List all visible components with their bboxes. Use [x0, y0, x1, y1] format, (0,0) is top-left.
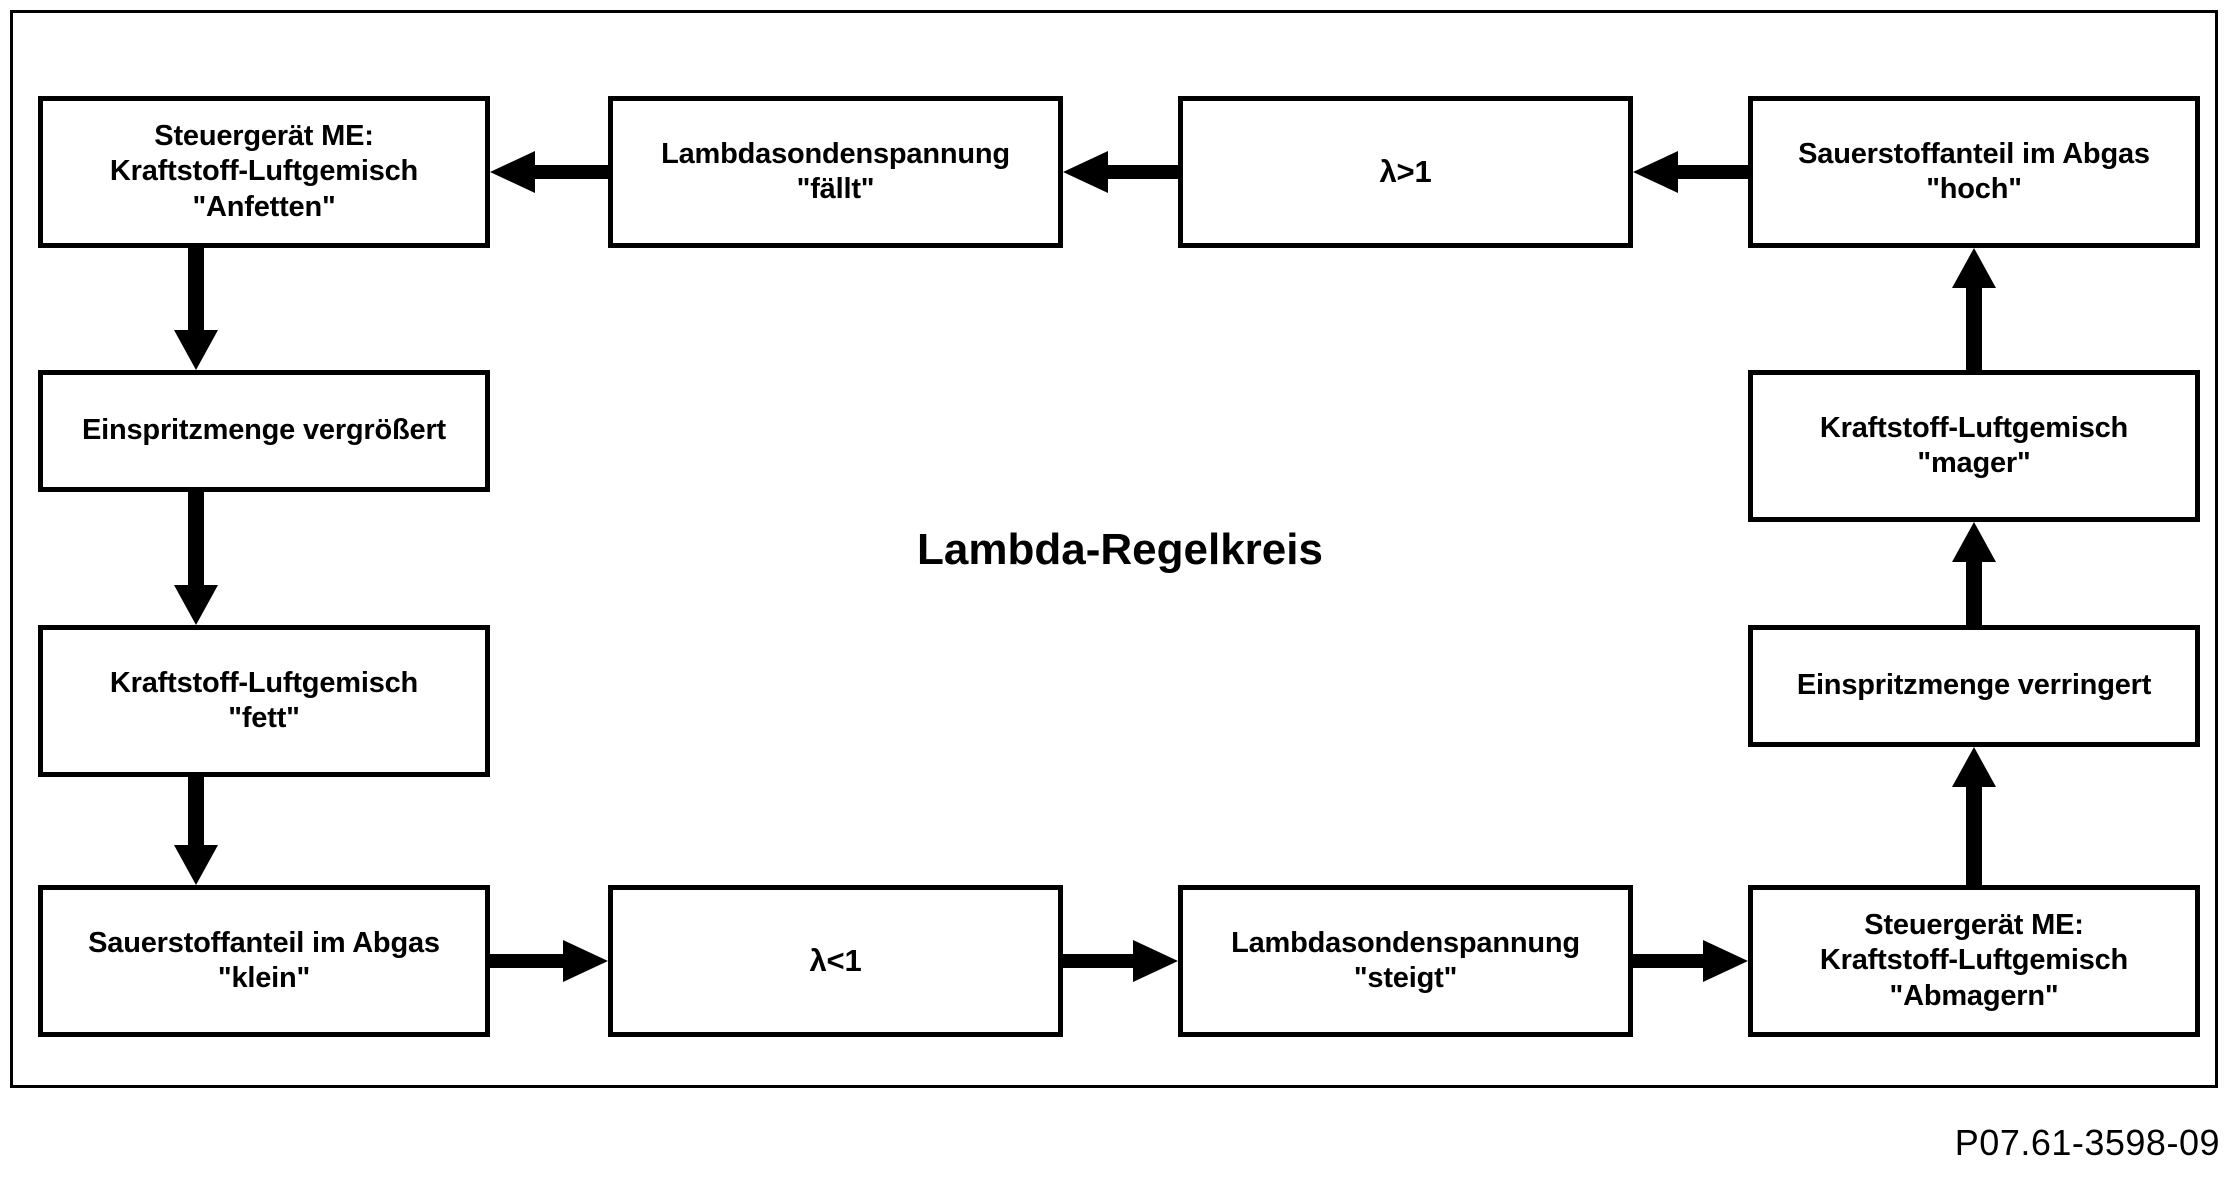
- box-ecu-lean: Steuergerät ME: Kraftstoff-Luftgemisch "…: [1748, 885, 2200, 1037]
- box-lambda-greater-one-label: λ>1: [1379, 154, 1432, 190]
- arrow-mixture-lean-to-oxygen-high: [1950, 248, 1998, 370]
- figure-caption: P07.61-3598-09: [1954, 1122, 2220, 1163]
- box-injection-increased-label: Einspritzmenge vergrößert: [81, 414, 447, 447]
- box-injection-increased: Einspritzmenge vergrößert: [38, 370, 490, 492]
- box-lambda-voltage-rises-label: Lambdasondenspannung "steigt": [1231, 926, 1580, 994]
- arrow-voltage-falls-to-ecu-enrich: [490, 148, 608, 196]
- box-lambda-voltage-falls: Lambdasondenspannung "fällt": [608, 96, 1063, 248]
- box-oxygen-high: Sauerstoffanteil im Abgas "hoch": [1748, 96, 2200, 248]
- arrow-voltage-rises-to-ecu-lean: [1633, 937, 1748, 985]
- box-lambda-voltage-falls-label: Lambdasondenspannung "fällt": [661, 137, 1010, 205]
- diagram-title: Lambda-Regelkreis: [917, 525, 1323, 574]
- box-oxygen-low: Sauerstoffanteil im Abgas "klein": [38, 885, 490, 1037]
- arrow-ecu-lean-to-injection-down: [1950, 747, 1998, 885]
- box-lambda-less-one-label: λ<1: [809, 943, 862, 979]
- arrow-lambda-gt1-to-voltage-falls: [1063, 148, 1178, 196]
- box-injection-decreased: Einspritzmenge verringert: [1748, 625, 2200, 747]
- arrow-injection-up-to-mixture-rich: [172, 492, 220, 625]
- box-mixture-rich-label: Kraftstoff-Luftgemisch "fett": [109, 666, 419, 734]
- box-oxygen-high-label: Sauerstoffanteil im Abgas "hoch": [1798, 137, 2150, 205]
- box-ecu-enrich: Steuergerät ME: Kraftstoff-Luftgemisch "…: [38, 96, 490, 248]
- arrow-mixture-rich-to-oxygen-low: [172, 777, 220, 885]
- arrow-oxygen-high-to-lambda-gt1: [1633, 148, 1748, 196]
- arrow-lambda-lt1-to-voltage-rises: [1063, 937, 1178, 985]
- arrow-oxygen-low-to-lambda-lt1: [490, 937, 608, 985]
- box-ecu-lean-label: Steuergerät ME: Kraftstoff-Luftgemisch "…: [1819, 908, 2129, 1012]
- box-mixture-lean: Kraftstoff-Luftgemisch "mager": [1748, 370, 2200, 522]
- box-mixture-rich: Kraftstoff-Luftgemisch "fett": [38, 625, 490, 777]
- box-injection-decreased-label: Einspritzmenge verringert: [1796, 669, 2152, 702]
- arrow-ecu-enrich-to-injection-up: [172, 248, 220, 370]
- box-lambda-voltage-rises: Lambdasondenspannung "steigt": [1178, 885, 1633, 1037]
- box-oxygen-low-label: Sauerstoffanteil im Abgas "klein": [88, 926, 440, 994]
- box-lambda-less-one: λ<1: [608, 885, 1063, 1037]
- box-mixture-lean-label: Kraftstoff-Luftgemisch "mager": [1819, 411, 2129, 479]
- arrow-injection-down-to-mixture-lean: [1950, 522, 1998, 625]
- box-ecu-enrich-label: Steuergerät ME: Kraftstoff-Luftgemisch "…: [109, 119, 419, 223]
- box-lambda-greater-one: λ>1: [1178, 96, 1633, 248]
